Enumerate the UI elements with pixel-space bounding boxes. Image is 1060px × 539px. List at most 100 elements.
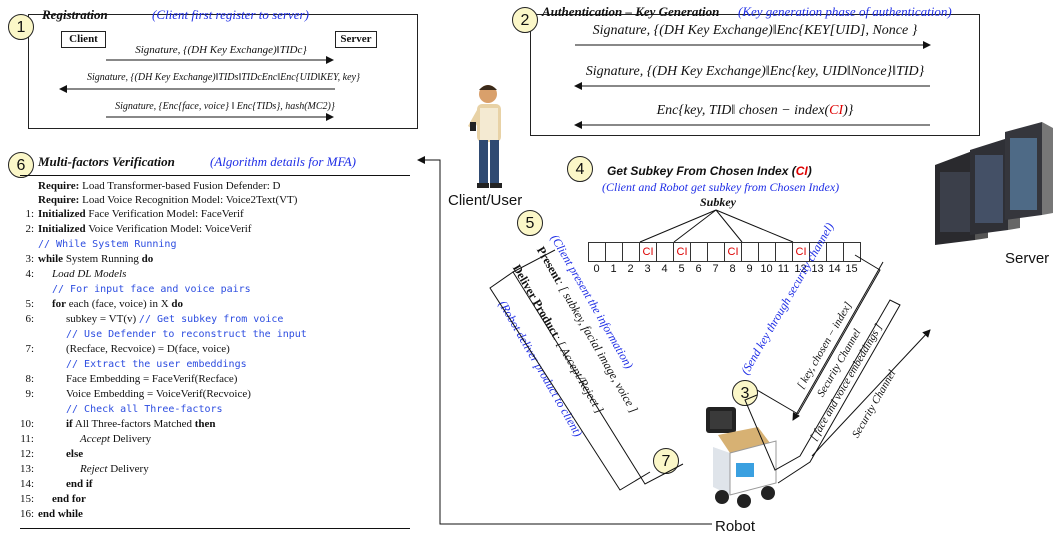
algo-line: 1:Initialized Face Verification Model: F…: [10, 208, 243, 221]
algo-line: 8:Face Embedding = FaceVerif(Recface): [10, 373, 237, 386]
robot-figure: [706, 407, 777, 508]
algo-comment: // Get subkey from voice: [138, 314, 284, 325]
algo-bold: end while: [38, 508, 83, 520]
client-user-figure: [468, 85, 502, 188]
step-5-badge: 5: [517, 210, 543, 236]
step-6-badge: 6: [8, 152, 34, 178]
step-3-badge: 3: [732, 380, 758, 406]
algo-line: // For input face and voice pairs: [10, 283, 251, 296]
algo-text: All Three-factors Matched: [72, 418, 195, 430]
authentication-msg-3-prefix: Enc{key, TID‖ chosen − index(: [656, 103, 830, 118]
algo-line: 12:else: [10, 448, 83, 461]
subkey-cell: CI: [725, 243, 742, 261]
registration-box: [28, 14, 418, 129]
algo-line: 3: while System Running do: [10, 253, 153, 266]
client-box-label: Client: [69, 33, 98, 45]
algo-bold: end if: [66, 478, 93, 490]
subkey-cell: [827, 243, 844, 261]
algo-require-2: Require: Load Voice Recognition Model: V…: [38, 194, 297, 207]
subkey-cell: [708, 243, 725, 261]
algo-line: 5:for each (face, voice) in X do: [10, 298, 183, 311]
subkey-index: 1: [610, 263, 617, 275]
algo-line-number: 10:: [19, 418, 34, 430]
algo-require-1: Require: Load Transformer-based Fusion D…: [38, 180, 280, 193]
authentication-msg-3: Enc{key, TID‖ chosen − index(CI)}: [540, 103, 970, 119]
registration-subtitle: (Client first register to server): [152, 7, 309, 22]
algo-bold2: do: [171, 298, 184, 310]
authentication-msg-1: Signature, {(DH Key Exchange)‖Enc{KEY[UI…: [592, 23, 918, 38]
algo-comment: // Use Defender to reconstruct the input: [66, 329, 307, 340]
algo-line-number: 7:: [25, 343, 34, 355]
algo-text: subkey = VT(v): [66, 313, 139, 325]
algo-line-number: 16:: [19, 508, 34, 520]
authentication-msg-3-suffix: )}: [843, 103, 854, 118]
robot-label: Robot: [715, 518, 756, 535]
algo-line: 4: Load DL Models: [10, 268, 126, 281]
client-box: Client: [61, 31, 106, 48]
subkey-cell: [776, 243, 793, 261]
subkey-cell: CI: [793, 243, 810, 261]
subkey-cell: CI: [640, 243, 657, 261]
algo-line: 15:end for: [10, 493, 86, 506]
algo-text: Voice Verification Model: VoiceVerif: [85, 223, 252, 235]
subkey-cell: [589, 243, 606, 261]
subkey-cell: [844, 243, 861, 261]
server-rack-figure: [935, 122, 1053, 245]
algo-line: 14:end if: [10, 478, 93, 491]
registration-msg-1: Signature, {(DH Key Exchange)‖TIDc}: [135, 44, 307, 56]
subkey-index: 9: [746, 263, 753, 275]
client-user-label: Client/User: [448, 192, 523, 209]
algo-line-number: 6:: [25, 313, 34, 325]
algo-bold: if: [66, 418, 73, 430]
mfa-subtitle: (Algorithm details for MFA): [210, 154, 357, 169]
algo-line: 6: subkey = VT(v) // Get subkey from voic…: [10, 313, 283, 326]
algorithm-top-rule: [20, 175, 410, 176]
algo-line: 13:Reject Delivery: [10, 463, 149, 476]
algo-line-number: 2:: [25, 223, 34, 235]
algo-text: Delivery: [109, 433, 152, 445]
algo-italic: Accept: [80, 433, 110, 445]
algo-line-number: 4:: [25, 268, 34, 280]
algo-bold: while: [38, 253, 64, 265]
algo-line-number: 15:: [19, 493, 34, 505]
algo-line-number: 12:: [19, 448, 34, 460]
algo-line-number: 9:: [25, 388, 34, 400]
subkey-label: Subkey: [700, 195, 736, 209]
algo-line-number: 3:: [25, 253, 34, 265]
registration-msg-2: Signature, {(DH Key Exchange)‖TIDs‖TIDcE…: [87, 72, 360, 83]
require-label-1: Require:: [38, 180, 80, 192]
algo-line: // Extract the user embeddings: [10, 358, 247, 371]
step-1-badge: 1: [8, 14, 34, 40]
subkey-index: 4: [661, 263, 668, 275]
subkey-index: 15: [845, 263, 858, 275]
secure-line-4: Security Channel: [850, 368, 899, 440]
algo-text: Delivery: [107, 463, 149, 475]
subkey-cell: [691, 243, 708, 261]
subkey-index: 0: [593, 263, 600, 275]
algo-comment: // Extract the user embeddings: [66, 359, 247, 370]
algo-line-number: 5:: [25, 298, 34, 310]
algo-line: // While System Running: [10, 238, 176, 251]
algo-italic: Load DL Models: [52, 268, 127, 280]
algo-line-number: 1:: [25, 208, 34, 220]
algo-comment: // While System Running: [38, 239, 177, 250]
algo-bold: for: [52, 298, 67, 310]
algo-line: 2: Initialized Voice Verification Model: …: [10, 223, 251, 236]
subkey-cell: [623, 243, 640, 261]
algo-line: 10:if All Three-factors Matched then: [10, 418, 216, 431]
algo-line: // Use Defender to reconstruct the input: [10, 328, 307, 341]
algo-line: 11:Accept Delivery: [10, 433, 151, 446]
subkey-index: 10: [760, 263, 773, 275]
subkey-index: 3: [644, 263, 651, 275]
subkey-cell: [759, 243, 776, 261]
server-label: Server: [1005, 250, 1050, 267]
step-2-badge: 2: [512, 7, 538, 33]
algo-bold2: do: [141, 253, 154, 265]
algo-text: Voice Embedding = VoiceVerif(Recvoice): [66, 388, 251, 400]
algo-text: Face Embedding = FaceVerif(Recface): [66, 373, 238, 385]
subkey-cell: [606, 243, 623, 261]
algo-bold: Initialized: [38, 223, 86, 235]
subkey-index: 7: [712, 263, 719, 275]
subkey-index: 2: [627, 263, 634, 275]
algo-text: System Running: [63, 253, 142, 265]
